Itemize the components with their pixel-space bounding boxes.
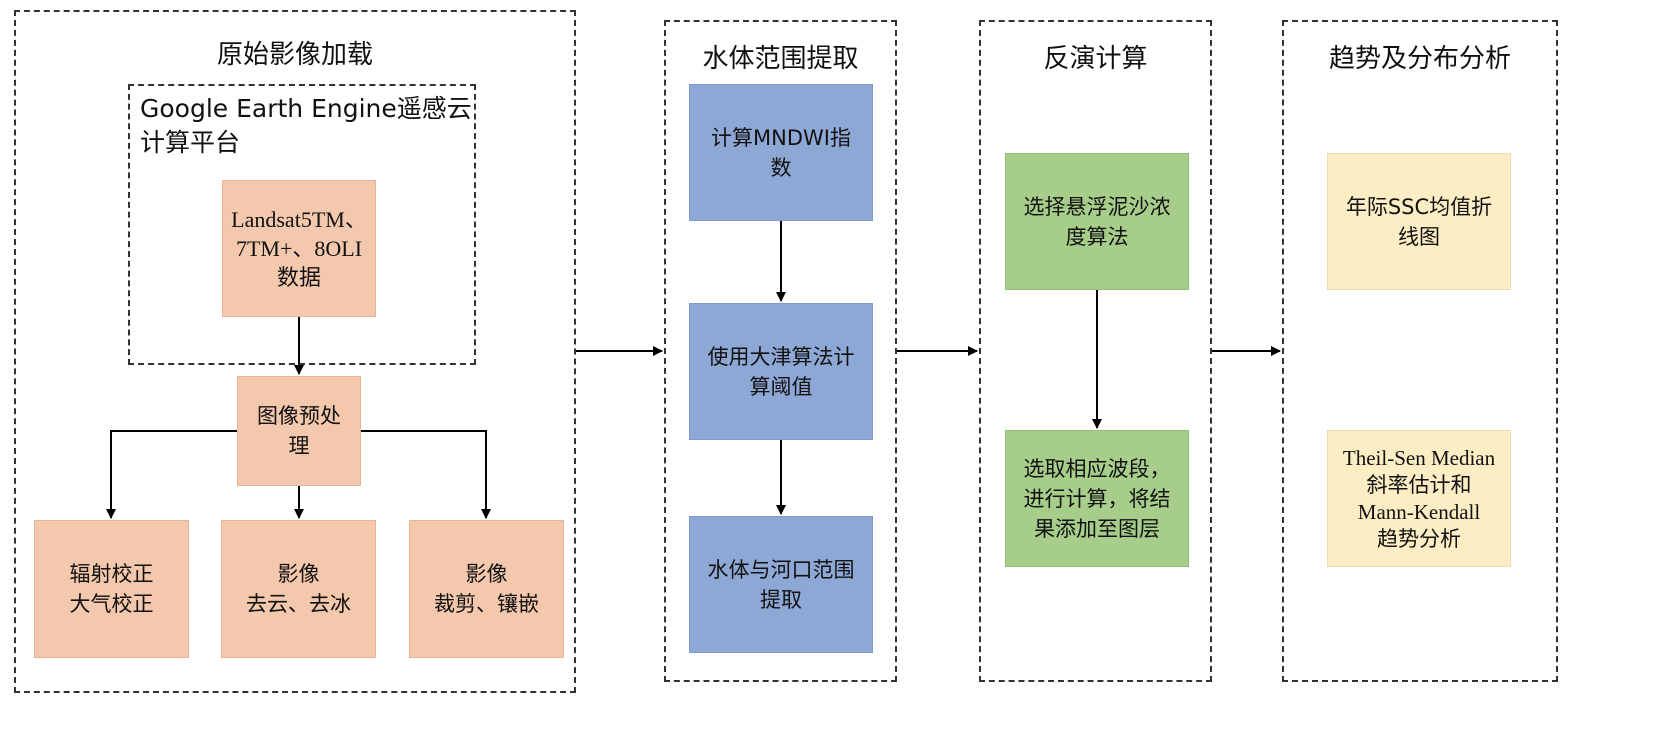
band-compute-box: 选取相应波段， 进行计算，将结 果添加至图层 (1005, 430, 1189, 567)
panel-image-loading: 原始影像加载 (14, 10, 576, 693)
annual-ssc-line-chart-box: 年际SSC均值折 线图 (1327, 153, 1511, 290)
cloud-removal-box: 影像 去云、去冰 (221, 520, 376, 658)
gee-platform-title: Google Earth Engine遥感云 计算平台 (140, 94, 472, 157)
preprocess-box: 图像预处 理 (237, 376, 361, 486)
otsu-threshold-box: 使用大津算法计 算阈值 (689, 303, 873, 440)
panel-water-extraction: 水体范围提取 (664, 20, 897, 682)
select-ssc-algorithm-box: 选择悬浮泥沙浓 度算法 (1005, 153, 1189, 290)
mndwi-box: 计算MNDWI指 数 (689, 84, 873, 221)
landsat-data-box: Landsat5TM、 7TM+、8OLI 数据 (222, 180, 376, 317)
panel-title-inversion: 反演计算 (1043, 44, 1148, 74)
gee-platform-box: Google Earth Engine遥感云 计算平台 (128, 84, 476, 365)
arrow-preprocess-to-radiometric (106, 430, 237, 519)
clip-mosaic-box: 影像 裁剪、镶嵌 (409, 520, 564, 658)
panel-trend-analysis: 趋势及分布分析 (1282, 20, 1558, 682)
radiometric-correction-box: 辐射校正 大气校正 (34, 520, 189, 658)
panel-title-trend-analysis: 趋势及分布分析 (1328, 44, 1511, 74)
panel-title-image-loading: 原始影像加载 (216, 40, 373, 70)
water-estuary-extraction-box: 水体与河口范围 提取 (689, 516, 873, 653)
panel-inversion: 反演计算 (979, 20, 1212, 682)
arrow-preprocess-to-clip (361, 430, 491, 519)
theil-sen-mann-kendall-box: Theil-Sen Median 斜率估计和 Mann-Kendall 趋势分析 (1327, 430, 1511, 567)
panel-title-water-extraction: 水体范围提取 (702, 44, 859, 74)
